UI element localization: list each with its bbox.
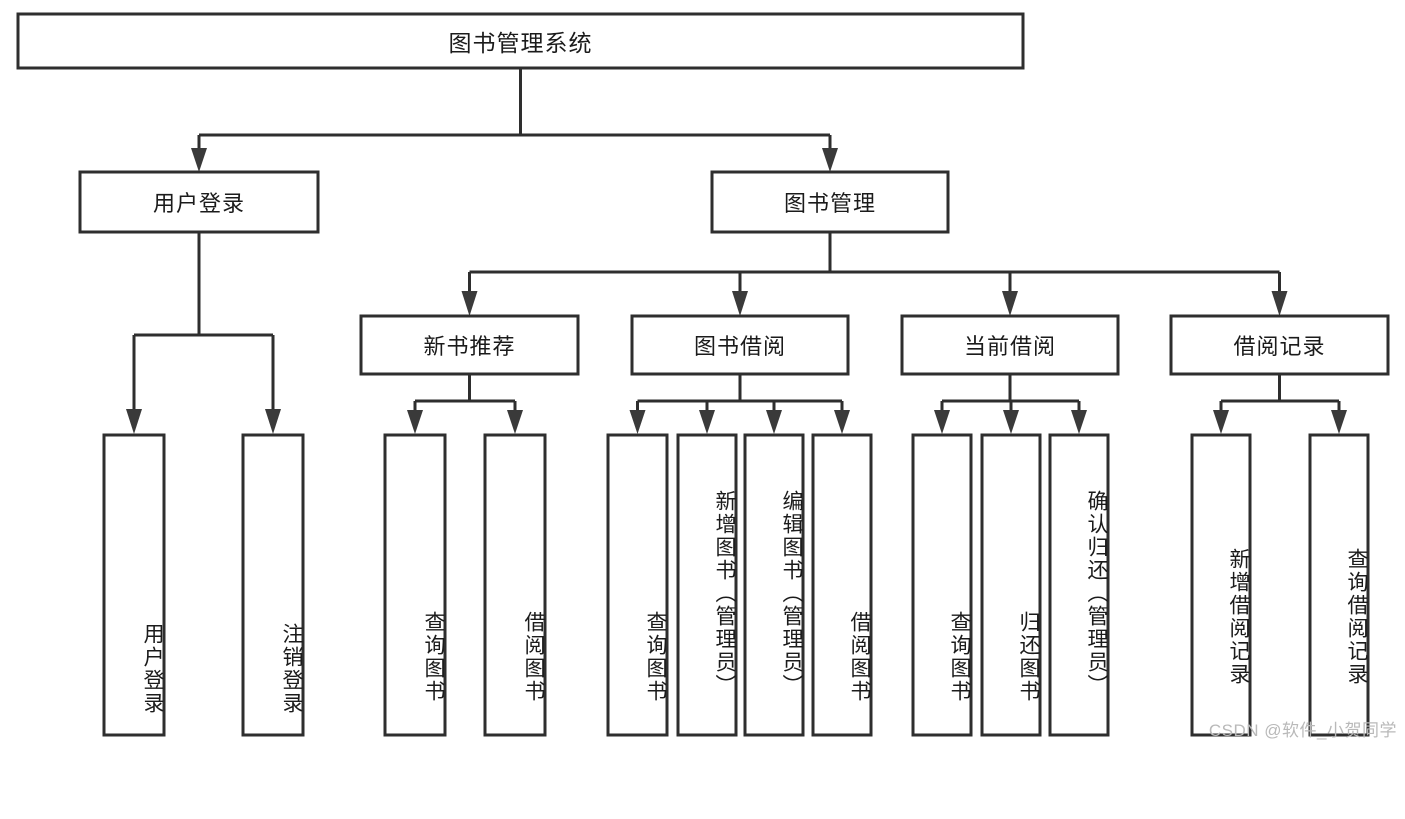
node-box-leaf-add-book-admin[interactable] [676,433,738,737]
arrow-head-icon [407,410,423,434]
node-box-leaf-user-login[interactable] [102,433,166,737]
arrow-head-icon [629,410,646,434]
arrow-head-icon [834,410,850,434]
arrow-head-icon [191,148,207,172]
node-box-leaf-query-book-rec[interactable] [383,433,447,737]
arrow-head-icon [934,410,950,434]
arrow-head-icon [1003,410,1019,434]
arrow-head-icon [1271,291,1288,316]
arrow-head-icon [126,409,142,434]
node-box-root[interactable] [16,12,1025,70]
node-box-current-borrow[interactable] [900,314,1120,376]
connector-currentborrow-to-leaves [934,374,1087,434]
arrow-head-icon [265,409,281,434]
node-box-leaf-edit-book-admin[interactable] [743,433,805,737]
node-box-leaf-borrow-book-rec[interactable] [483,433,547,737]
flowchart-canvas: 图书管理系统 用户登录 图书管理 新书推荐 图书借阅 当前借阅 借阅记录 用户登… [16,12,1397,740]
connector-root-to-level2 [191,68,838,172]
node-box-new-book-recommend[interactable] [359,314,580,376]
node-box-leaf-logout[interactable] [241,433,305,737]
node-box-user-login[interactable] [78,170,320,234]
node-box-leaf-query-book-current[interactable] [911,433,973,737]
arrow-head-icon [822,148,838,172]
arrow-head-icon [1331,410,1347,434]
arrow-head-icon [1071,410,1087,434]
node-box-leaf-add-borrow-record[interactable] [1190,433,1252,737]
node-box-leaf-query-book-borrow[interactable] [606,433,669,737]
arrow-head-icon [461,291,478,316]
node-box-leaf-query-borrow-record[interactable] [1308,433,1370,737]
arrow-head-icon [732,291,748,316]
arrow-head-icon [1002,291,1018,316]
connector-userlogin-to-leaves [126,232,281,434]
connector-bookborrow-to-leaves [629,374,850,434]
arrow-head-icon [766,410,782,434]
flowchart-connectors [16,12,1390,737]
node-box-leaf-borrow-book[interactable] [811,433,873,737]
node-box-leaf-return-book[interactable] [980,433,1042,737]
connector-borrowrecord-to-leaves [1213,374,1347,434]
connector-bookmgmt-to-level3 [461,232,1288,316]
node-box-book-borrow[interactable] [630,314,850,376]
connector-newbook-to-leaves [407,374,523,434]
node-box-leaf-confirm-return-admin[interactable] [1048,433,1110,737]
arrow-head-icon [699,410,715,434]
node-box-borrow-record[interactable] [1169,314,1390,376]
arrow-head-icon [1213,410,1229,434]
arrow-head-icon [507,410,523,434]
node-box-book-management[interactable] [710,170,950,234]
